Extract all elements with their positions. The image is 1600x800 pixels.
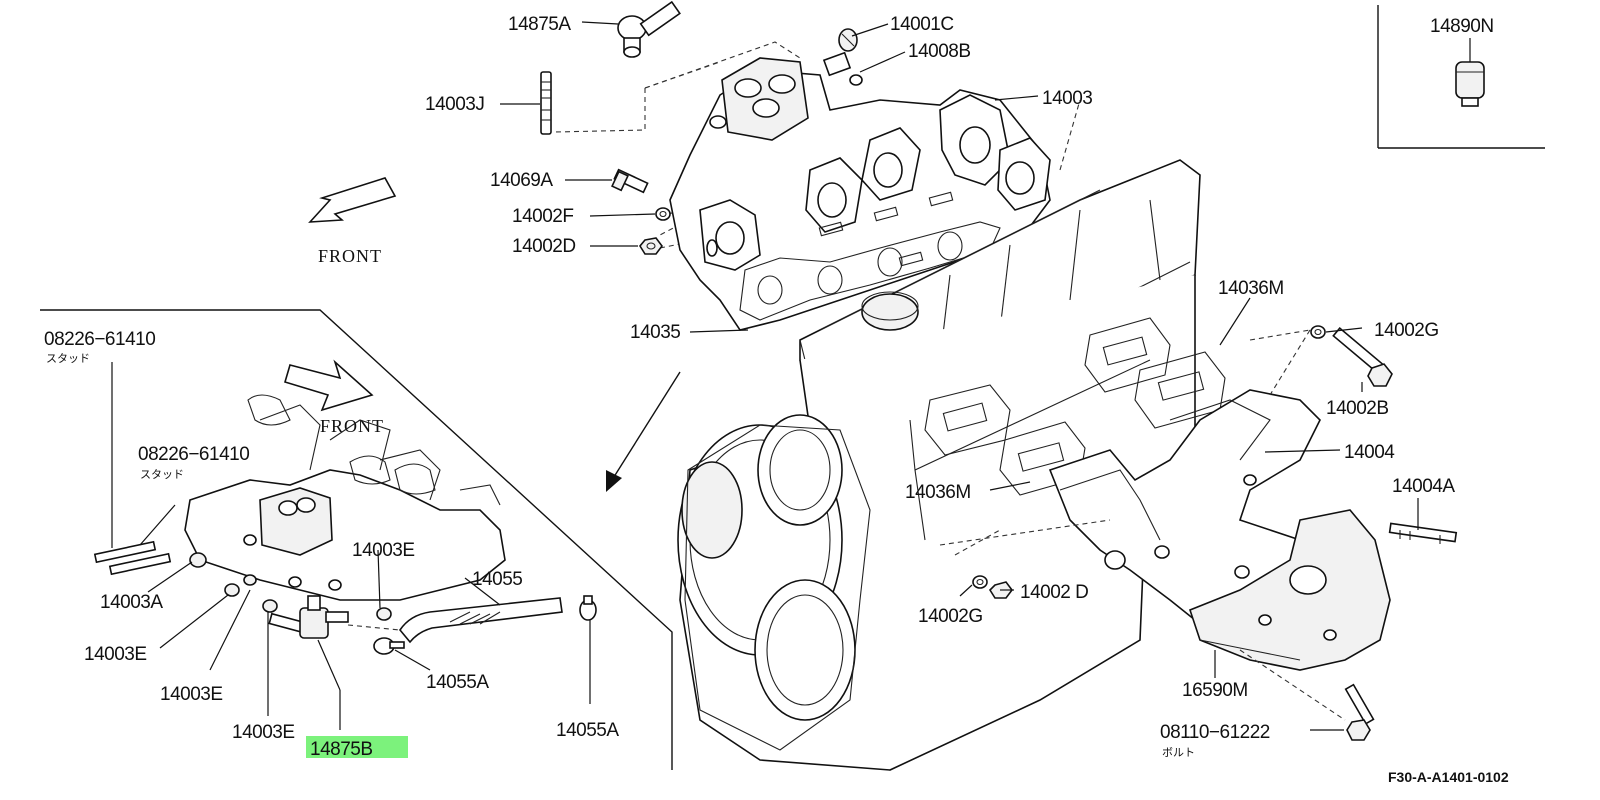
highlight-box	[306, 736, 408, 758]
part-14001C-plug	[838, 28, 858, 52]
callout-14875B[interactable]: 14875B	[310, 739, 373, 760]
callout-14036M-top: 14036M	[1218, 278, 1284, 299]
callout-14003E-3: 14003E	[232, 722, 295, 743]
part-14002G-washer-bot	[972, 575, 988, 589]
callout-14004: 14004	[1344, 442, 1395, 463]
callout-14875A: 14875A	[508, 14, 571, 35]
part-14002D-nut-top	[639, 237, 663, 255]
exhaust-manifold-14003	[554, 41, 1081, 331]
callout-08110-61222: 08110−61222	[1160, 722, 1270, 743]
part-14002G-washer-top	[1310, 325, 1326, 339]
front-arrow-inset: FRONT	[284, 359, 384, 436]
callout-14004A: 14004A	[1392, 476, 1455, 497]
callout-14036M-mid: 14036M	[905, 482, 971, 503]
callout-14003: 14003	[1042, 88, 1092, 109]
front-label-main: FRONT	[318, 246, 382, 266]
callout-14002D-top: 14002D	[512, 236, 576, 257]
part-14002B-bolt	[1332, 327, 1393, 387]
part-14875A-union	[617, 0, 681, 58]
callout-14003J: 14003J	[425, 94, 484, 115]
callout-14055: 14055	[472, 569, 522, 590]
callout-08226-61410-b: 08226−61410	[138, 444, 249, 465]
highlighted-part-14875B[interactable]: 14875B	[306, 736, 408, 760]
callout-14002G-top: 14002G	[1374, 320, 1439, 341]
part-14002F-washer	[655, 207, 671, 221]
inset-nuts-14003E	[224, 574, 392, 621]
inset-hose-14055	[347, 597, 563, 644]
callout-14055A-2: 14055A	[556, 720, 619, 741]
callout-14002G-bot: 14002G	[918, 606, 983, 627]
part-14069A-bolt	[611, 168, 649, 194]
part-14008B-nut	[822, 51, 863, 86]
callout-14003E-inset: 14003E	[352, 540, 415, 561]
part-14003J-stud	[540, 71, 552, 135]
figure-code: F30-A-A1401-0102	[1388, 769, 1509, 785]
callout-16590M: 16590M	[1182, 680, 1248, 701]
callout-14002D-bot: 14002 D	[1020, 582, 1088, 603]
callout-14002F: 14002F	[512, 206, 573, 227]
engine-block	[677, 159, 1201, 771]
part-14004A-stud	[1388, 522, 1458, 544]
callout-08226-61410-a: 08226−61410	[44, 329, 155, 350]
jp-stud-label-b: スタッド	[140, 468, 184, 481]
part-14890N-sensor	[1455, 38, 1485, 107]
callout-labels: 14875A 14001C 14008B 14003J 14003 14069A…	[44, 14, 1509, 785]
callout-14003A: 14003A	[100, 592, 163, 613]
part-08110-bolt	[1344, 683, 1375, 741]
inset-panel: FRONT	[40, 309, 673, 770]
callout-14069A: 14069A	[490, 170, 553, 191]
callout-14055A-1: 14055A	[426, 672, 489, 693]
leader-lines	[111, 21, 1419, 731]
front-arrow-main: FRONT	[308, 177, 397, 266]
callout-14890N: 14890N	[1430, 16, 1494, 37]
inset-clamp-14055A-left	[373, 637, 405, 655]
inset-nut-14003A	[189, 552, 207, 568]
intake-manifold-14004	[924, 317, 1391, 721]
callout-14003E-1: 14003E	[84, 644, 147, 665]
callout-14003E-2: 14003E	[160, 684, 223, 705]
inset-clamp-14055A-right	[579, 595, 597, 621]
inset-stud-08226	[93, 540, 172, 576]
jp-stud-label-a: スタッド	[46, 352, 90, 365]
inset-union-14875B	[268, 595, 349, 639]
callout-14002B: 14002B	[1326, 398, 1389, 419]
part-box-14890N: 14890N	[1377, 5, 1545, 149]
front-label-inset: FRONT	[320, 416, 384, 436]
jp-bolt-label: ボルト	[1162, 746, 1195, 759]
direction-arrow	[606, 371, 681, 492]
callout-14008B: 14008B	[908, 41, 971, 62]
callout-14001C: 14001C	[890, 14, 954, 35]
callout-14035: 14035	[630, 322, 680, 343]
